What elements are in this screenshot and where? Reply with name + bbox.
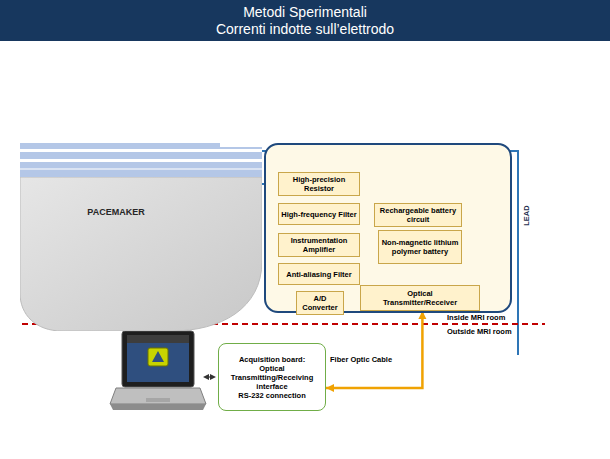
box-text: A/D Converter xyxy=(299,294,341,312)
zone-label: Inside MRI room xyxy=(447,313,505,322)
edge-label: Fiber Optic Cable xyxy=(329,355,393,364)
box-text: Acquisition board: xyxy=(239,355,305,364)
box-text: Non-magnetic lithium polymer battery xyxy=(381,238,459,256)
box-text: Instrumentation Amplifier xyxy=(281,236,357,254)
process-box: Non-magnetic lithium polymer battery xyxy=(378,230,462,264)
process-box: Anti-aliasing Filter xyxy=(278,263,360,285)
box-text: Rechargeable battery circuit xyxy=(377,206,459,224)
process-box: Instrumentation Amplifier xyxy=(278,233,360,257)
bidirectional-link xyxy=(203,374,216,380)
box-text: High-precision Resistor xyxy=(281,175,357,193)
arrowhead xyxy=(326,384,334,392)
box-text: Anti-aliasing Filter xyxy=(286,270,351,279)
pacemaker-outline xyxy=(20,143,262,331)
box-text: Optical Transmitter/Receiver xyxy=(373,289,467,307)
box-text: RS-232 connection xyxy=(238,391,306,400)
zone-label: Outside MRI room xyxy=(447,327,512,336)
box-text: Optical Transmitting/Receiving interface xyxy=(222,364,322,391)
device-name: PACEMAKER xyxy=(20,207,212,218)
pacemaker-device: PACEMAKER xyxy=(20,143,262,331)
laptop-icon xyxy=(110,331,206,410)
slide-subtitle: Correnti indotte sull’elettrodo xyxy=(0,21,610,37)
acquisition-board: Acquisition board:Optical Transmitting/R… xyxy=(218,343,326,411)
box-text: High-frequency Filter xyxy=(281,210,356,219)
process-box: High-precision Resistor xyxy=(278,172,360,196)
connector xyxy=(326,311,422,388)
interface-housing: High-precision ResistorHigh-frequency Fi… xyxy=(264,143,512,313)
process-box: Rechargeable battery circuit xyxy=(374,203,462,227)
slide-title: Metodi Sperimentali xyxy=(0,4,610,20)
process-box: Optical Transmitter/Receiver xyxy=(360,285,480,311)
process-box: A/D Converter xyxy=(296,291,344,315)
lead-label: LEAD xyxy=(522,196,531,236)
process-box: High-frequency Filter xyxy=(278,203,360,225)
